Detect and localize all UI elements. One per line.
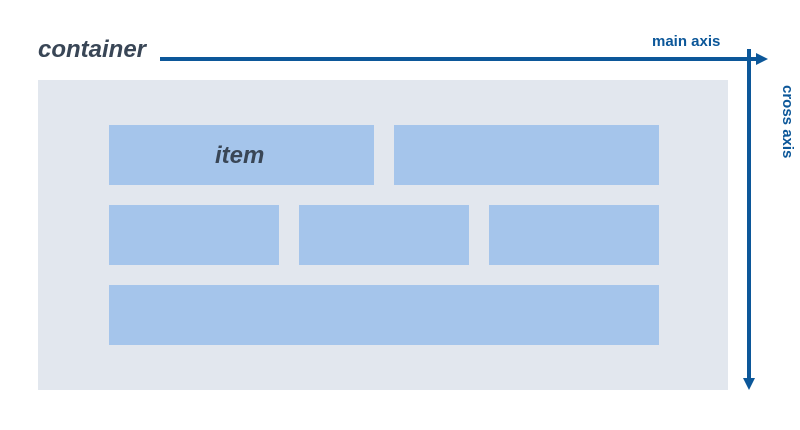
container-label: container — [38, 36, 147, 63]
flex-item-6 — [109, 285, 659, 345]
flex-item-4 — [299, 205, 469, 265]
flex-item-1 — [109, 125, 374, 185]
main-axis-label: main axis — [652, 33, 721, 50]
flex-item-2 — [394, 125, 659, 185]
item-label: item — [215, 142, 265, 169]
flex-item-3 — [109, 205, 279, 265]
main-axis-arrow — [160, 53, 768, 65]
cross-axis-arrow — [743, 49, 755, 390]
flex-item-5 — [489, 205, 659, 265]
